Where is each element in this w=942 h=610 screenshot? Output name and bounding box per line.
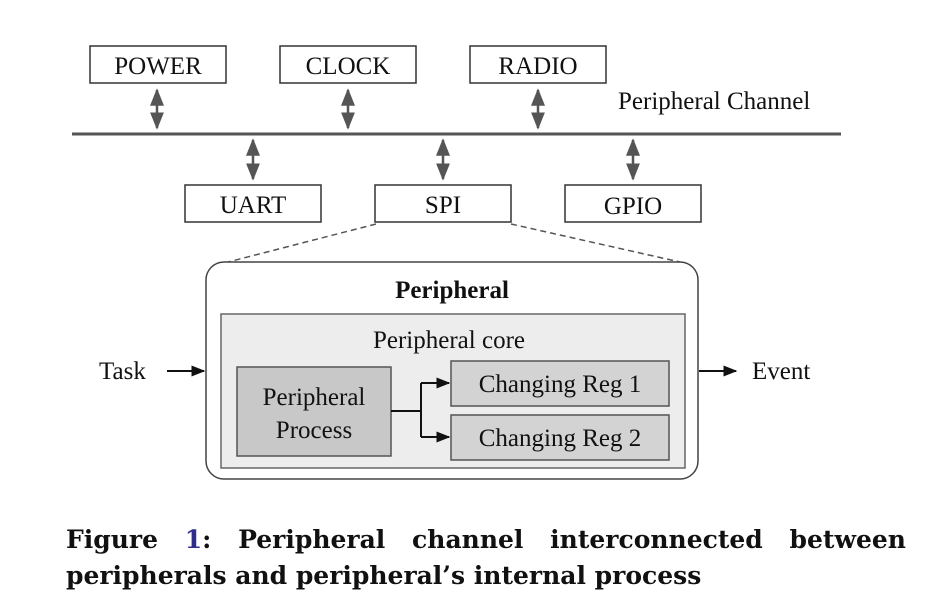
node-power: POWER (89, 45, 227, 84)
node-spi-label: SPI (425, 192, 461, 219)
peripheral-process-line2: Process (276, 417, 352, 444)
node-radio-label: RADIO (498, 53, 577, 80)
task-label: Task (99, 358, 146, 385)
node-clock-label: CLOCK (306, 53, 391, 80)
node-uart-label: UART (220, 192, 287, 219)
changing-reg-2-box (450, 414, 670, 461)
event-label: Event (752, 358, 810, 385)
peripheral-title: Peripheral (395, 277, 509, 304)
node-uart: UART (184, 184, 322, 223)
node-radio: RADIO (469, 45, 607, 84)
changing-reg-1-box (450, 360, 670, 407)
changing-reg-2-label: Changing Reg 2 (479, 425, 642, 452)
bus-label: Peripheral Channel (618, 88, 810, 115)
node-power-label: POWER (114, 53, 202, 80)
peripheral-detail: Peripheral Peripheral core Peripheral Pr… (205, 261, 699, 480)
caption-figure-number[interactable]: 1 (184, 525, 203, 554)
peripheral-channel-diagram: Peripheral Channel POWER CLOCK RADIO UAR… (72, 45, 841, 480)
changing-reg-1-label: Changing Reg 1 (479, 371, 642, 398)
node-clock: CLOCK (279, 45, 417, 84)
node-spi: SPI (374, 184, 512, 223)
node-gpio: GPIO (564, 184, 702, 223)
caption-prefix: Figure (66, 525, 185, 554)
node-gpio-label: GPIO (604, 193, 662, 220)
zoom-line-right (510, 223, 681, 263)
process-fork-connector (391, 383, 422, 437)
peripheral-core-label: Peripheral core (373, 327, 525, 354)
peripheral-process-box (236, 366, 392, 457)
peripheral-process-line1: Peripheral (263, 384, 366, 411)
caption-text: : Peripheral channel interconnected betw… (66, 525, 906, 590)
figure-caption: Figure 1: Peripheral channel interconnec… (66, 522, 906, 594)
zoom-line-left (227, 223, 377, 263)
